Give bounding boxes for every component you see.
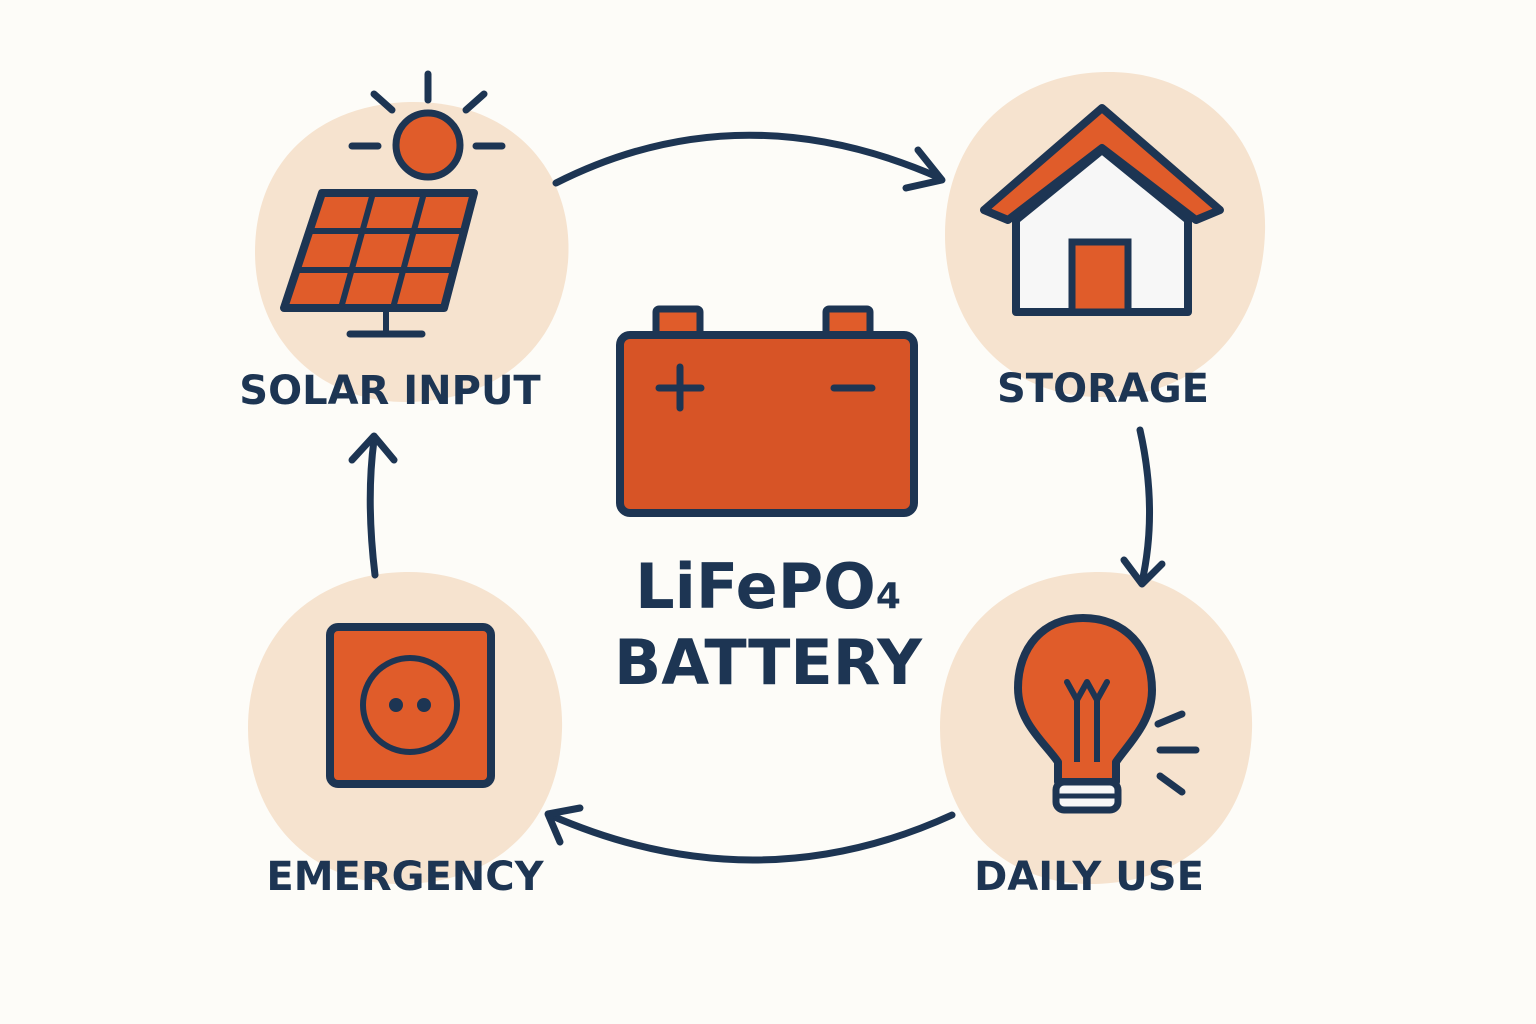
daily-use-label: DAILY USE bbox=[974, 854, 1204, 900]
battery-title-main: LiFePO bbox=[635, 550, 876, 623]
house-icon bbox=[980, 104, 1224, 316]
solar-panel-sun-icon bbox=[280, 70, 506, 338]
storage-label: STORAGE bbox=[997, 366, 1209, 412]
arrow-emergency-to-solar bbox=[348, 432, 398, 579]
battery-title: LiFePO4 bbox=[635, 550, 901, 623]
cycle-arrows bbox=[348, 131, 1166, 864]
solar-input-label: SOLAR INPUT bbox=[239, 368, 541, 414]
power-outlet-icon bbox=[326, 623, 495, 788]
battery-title-subscript: 4 bbox=[876, 576, 901, 617]
arrow-daily-to-emergency bbox=[544, 804, 956, 864]
battery-subtitle: BATTERY bbox=[614, 626, 923, 699]
emergency-label: EMERGENCY bbox=[266, 854, 544, 900]
light-bulb-icon bbox=[1014, 614, 1200, 814]
arrow-storage-to-daily bbox=[1120, 426, 1166, 588]
arrow-solar-to-storage bbox=[552, 131, 946, 192]
battery-icon bbox=[616, 305, 918, 517]
